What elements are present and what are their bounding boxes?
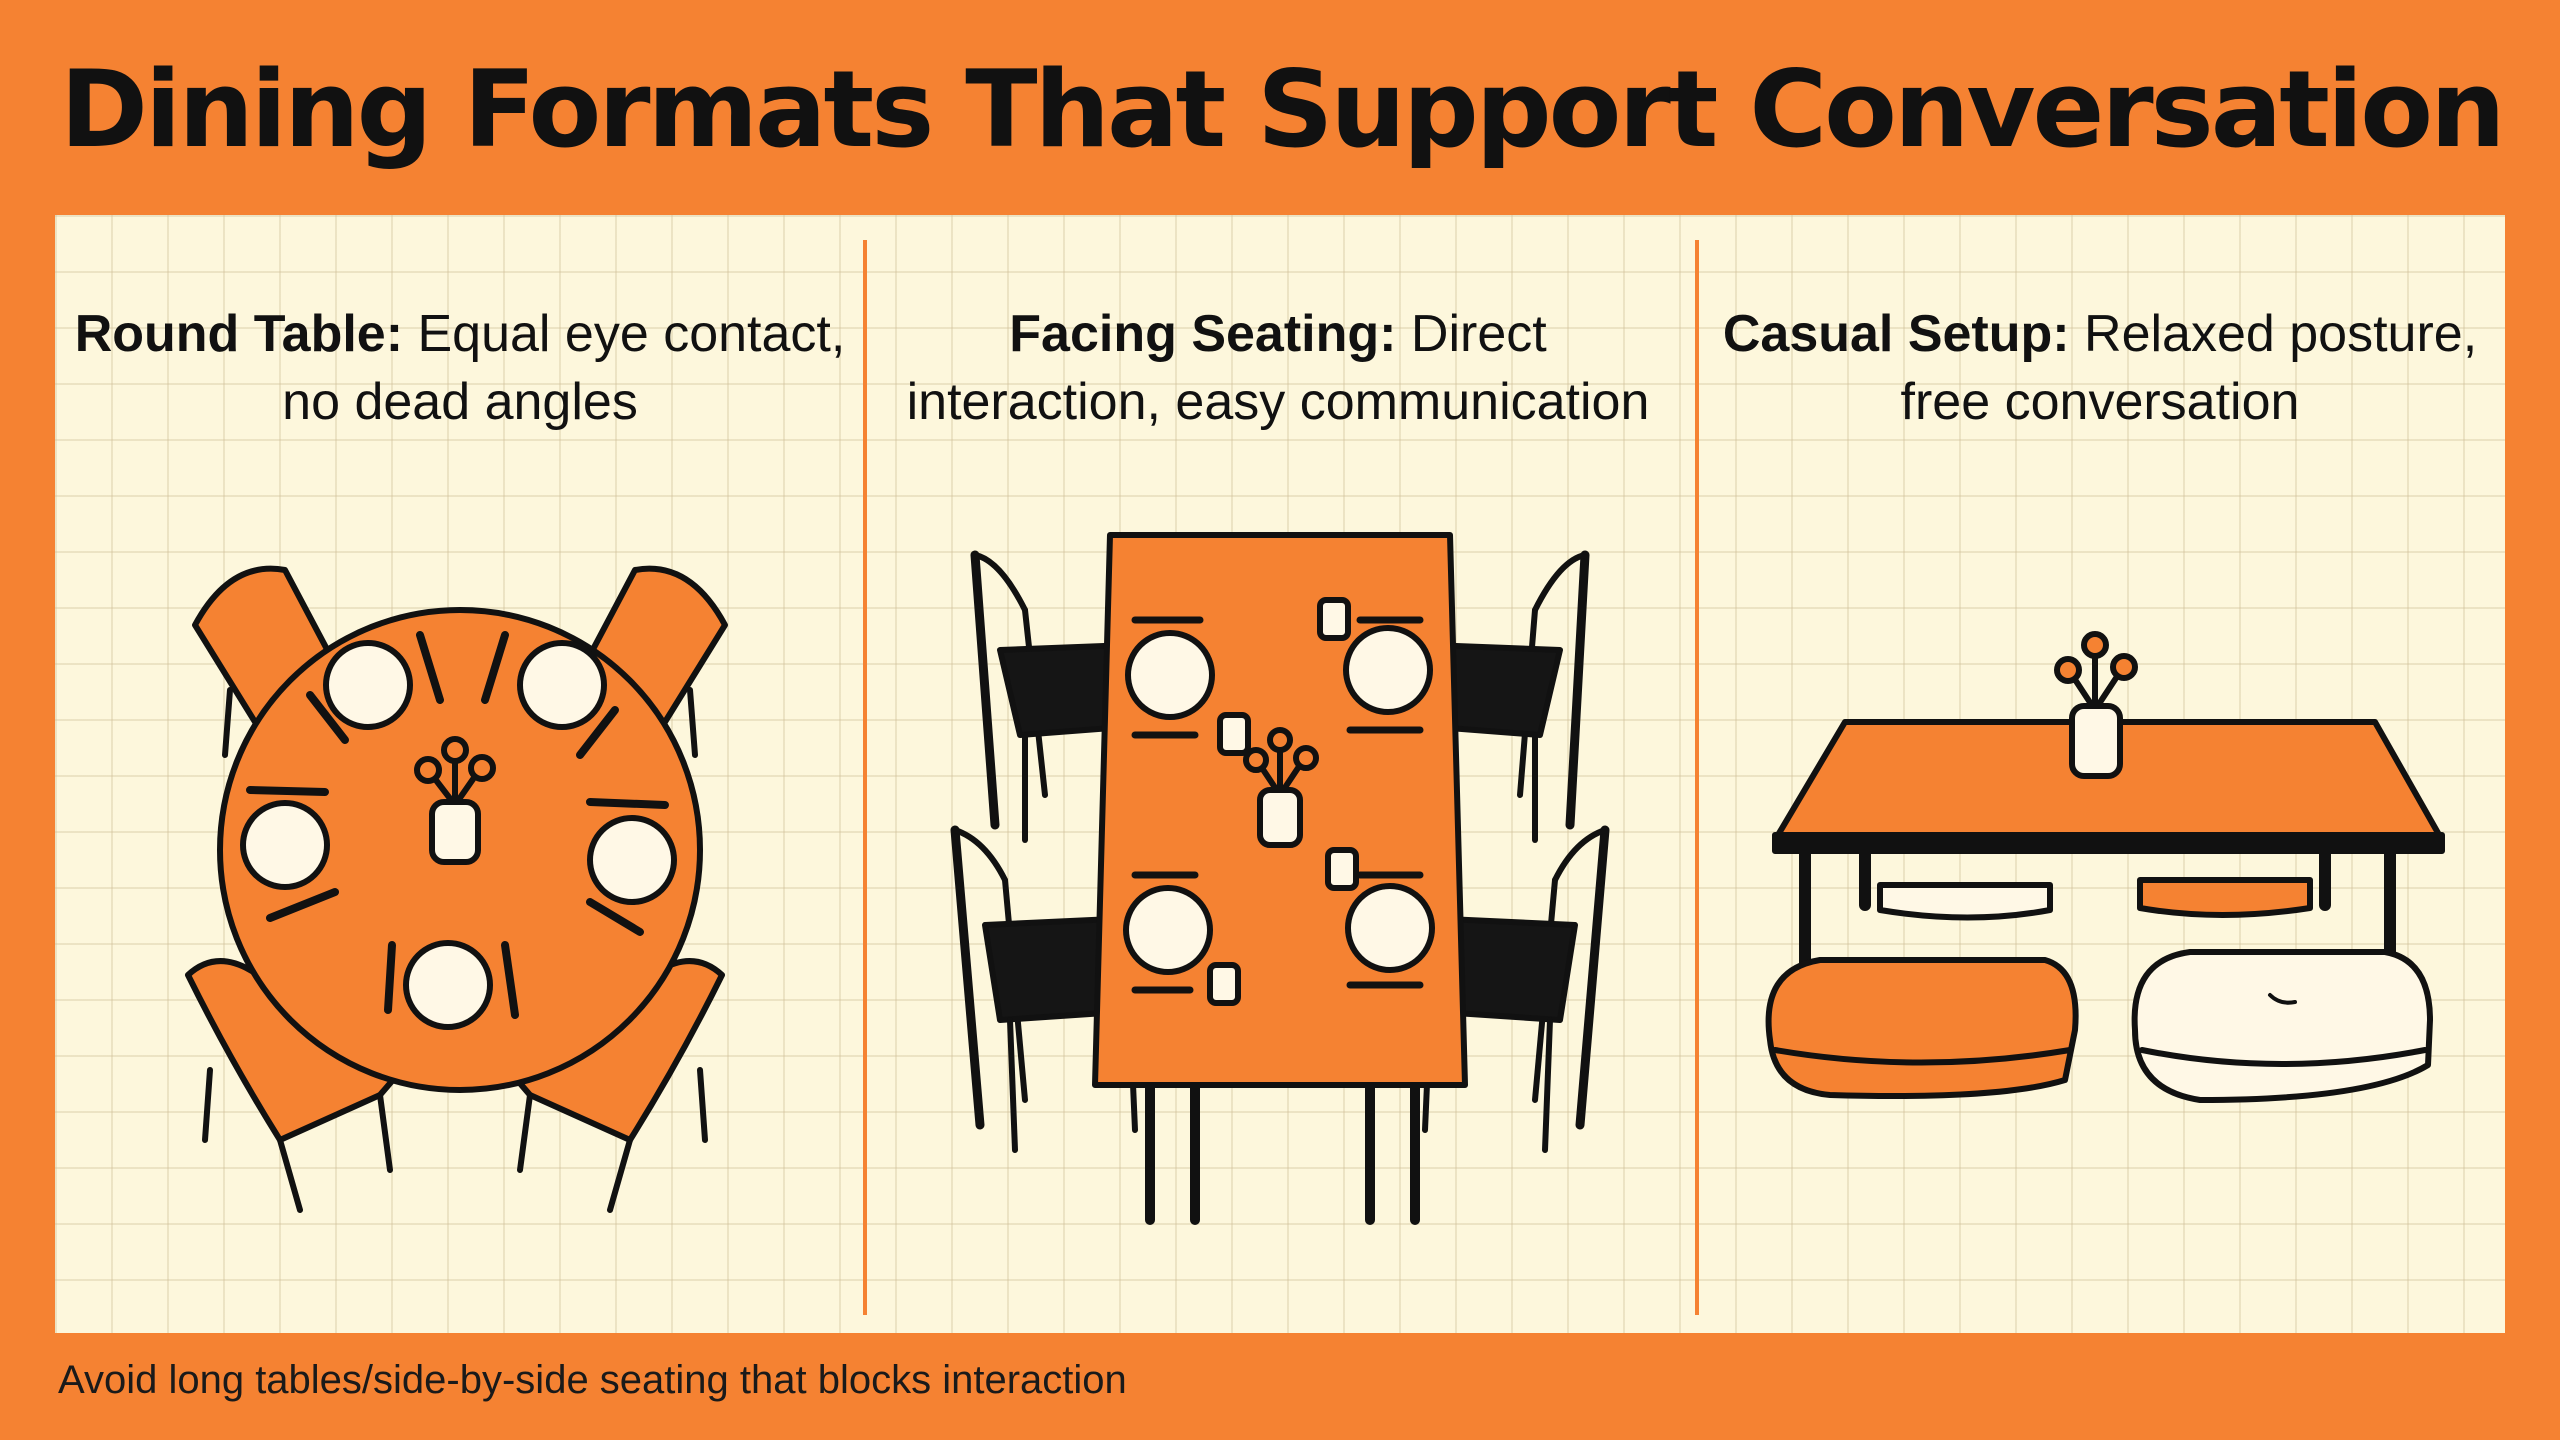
panel-divider-1 <box>863 240 867 1315</box>
page-title: Dining Formats That Support Conversation <box>60 48 2506 171</box>
plate <box>1345 883 1435 973</box>
plate <box>240 800 330 890</box>
chair-bottom-left <box>185 958 413 1213</box>
panel-round-heading: Round Table: <box>74 305 404 363</box>
panel-divider-2 <box>1695 240 1699 1315</box>
casual-setup-illustration <box>1765 631 2445 1103</box>
footer-note: Avoid long tables/side-by-side seating t… <box>58 1358 1127 1402</box>
panel-casual-body: Relaxed posture, free conversation <box>1900 305 2478 431</box>
flower-vase <box>414 736 496 865</box>
plate <box>403 940 493 1030</box>
panel-facing-caption: Facing Seating: Direct interaction, easy… <box>878 300 1678 436</box>
flower-vase <box>2054 631 2138 779</box>
panel-facing-heading: Facing Seating: <box>1009 305 1397 363</box>
plate <box>323 640 413 730</box>
panel-facing-body: Direct interaction, easy communication <box>906 305 1650 431</box>
plate <box>1123 885 1213 975</box>
floor-cushion-cream <box>2131 949 2433 1103</box>
facing-seating-illustration <box>950 532 1610 1225</box>
round-table-illustration <box>185 565 728 1213</box>
panel-casual-caption: Casual Setup: Relaxed posture, free conv… <box>1700 300 2500 436</box>
panel-casual-heading: Casual Setup: <box>1722 305 2070 363</box>
plate <box>1125 630 1215 720</box>
panel-round-body: Equal eye contact, no dead angles <box>282 305 846 431</box>
chair-bottom-right <box>497 958 725 1213</box>
plate <box>517 640 607 730</box>
flower-vase <box>1243 727 1319 848</box>
plate <box>587 815 677 905</box>
panel-round-caption: Round Table: Equal eye contact, no dead … <box>60 300 860 436</box>
plate <box>1343 625 1433 715</box>
floor-cushion-orange <box>1765 957 2079 1099</box>
